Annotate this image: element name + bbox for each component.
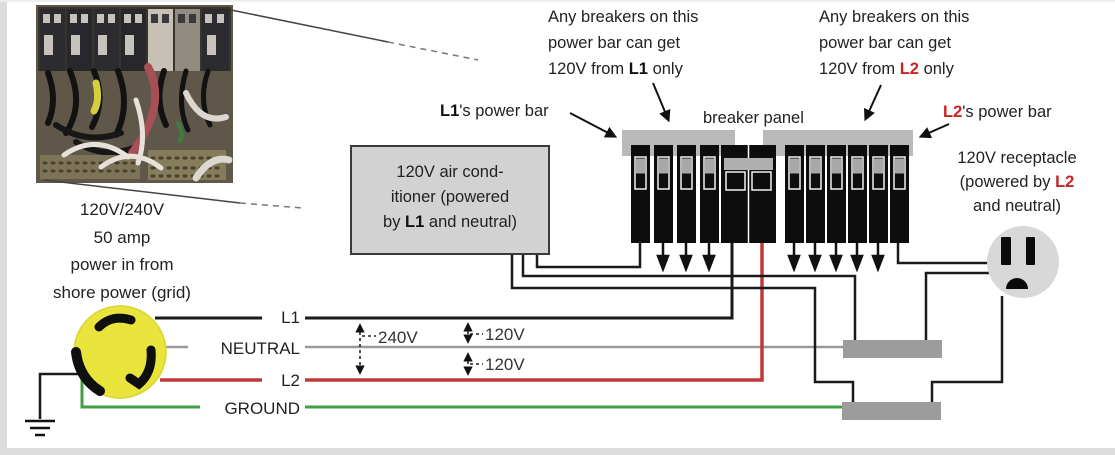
grounding-wire <box>38 372 79 419</box>
receptacle-neutral-wire <box>924 271 990 340</box>
breaker-panel-photo <box>36 5 233 183</box>
annotation-line: power bar can get <box>548 34 681 52</box>
voltage-label-120-top: 120V <box>485 325 525 344</box>
wire-label-neutral: NEUTRAL <box>220 339 300 358</box>
photo-breaker-row <box>40 9 229 71</box>
caption-line: shore power (grid) <box>53 282 191 302</box>
air-conditioner-box: 120V air cond- itioner (powered by L1 an… <box>350 145 550 255</box>
annotation-arrow-left-bar <box>652 82 671 123</box>
receptacle-label-line: 120V receptacle <box>957 149 1077 167</box>
receptacle-label-line: (powered by L2 <box>959 173 1075 191</box>
wire-l2 <box>305 243 764 382</box>
breaker-feed-arrows <box>656 243 885 273</box>
caption-line: 120V/240V <box>79 200 165 219</box>
receptacle-hot-wire <box>896 243 988 265</box>
ground-bus-bar <box>842 402 941 420</box>
caption-line: 50 amp <box>93 227 151 247</box>
l2-bar-label-arrow <box>918 123 950 139</box>
breaker-handles <box>634 156 906 191</box>
shore-plug-icon <box>71 305 167 399</box>
receptacle-label-line: and neutral) <box>972 197 1062 215</box>
source-caption: 120V/240V 50 amp power in from shore pow… <box>20 196 224 306</box>
ac-box-line: itioner (powered <box>390 188 510 206</box>
wire-label-l1: L1 <box>281 308 300 327</box>
annotation-arrow-right-bar <box>864 84 882 122</box>
ac-ground-wire <box>510 255 855 402</box>
voltage-arrows <box>355 322 483 376</box>
l1-bar-label-arrow <box>569 112 618 138</box>
frame-edge-bottom <box>0 448 1115 455</box>
ac-hot-wire <box>535 243 642 269</box>
annotation-line: 120V from L1 only <box>548 60 683 78</box>
photo-leader-line-top <box>230 9 389 43</box>
frame-edge-left <box>0 0 7 455</box>
receptacle-icon <box>987 226 1059 298</box>
voltage-label-120-bottom: 120V <box>485 355 525 374</box>
annotation-line: power bar can get <box>819 34 952 52</box>
wire-l1 <box>305 243 734 320</box>
photo-leader-line-bottom <box>43 179 241 204</box>
l1-power-bar-label: L1's power bar <box>440 102 549 120</box>
ac-box-line: by L1 and neutral) <box>383 213 517 231</box>
breaker-panel-drawing <box>622 130 913 273</box>
breaker-tie-bar <box>724 158 773 170</box>
annotation-line: Any breakers on this <box>819 8 970 26</box>
photo-leader-line-top-dashed <box>387 41 479 61</box>
breaker-panel-label: breaker panel <box>703 109 804 127</box>
frame-edge-top <box>0 0 1115 2</box>
caption-line: power in from <box>70 255 174 274</box>
receptacle-label: 120V receptacle (powered by L2 and neutr… <box>922 146 1112 218</box>
annotation-l2-bar: Any breakers on this power bar can get 1… <box>819 4 969 82</box>
annotation-line: Any breakers on this <box>548 8 699 26</box>
annotation-line: 120V from L2 only <box>819 60 954 78</box>
wire-label-l2: L2 <box>281 371 300 390</box>
voltage-label-240: 240V <box>378 328 418 347</box>
neutral-bus-bar <box>843 340 942 358</box>
annotation-l1-bar: Any breakers on this power bar can get 1… <box>548 4 698 82</box>
ground-symbol-icon <box>25 419 55 437</box>
photo-wires <box>40 63 233 182</box>
photo-leader-line-bottom-dashed <box>239 202 303 209</box>
receptacle-ground-wire <box>930 296 1004 402</box>
wire-label-ground: GROUND <box>224 399 300 418</box>
ac-box-line: 120V air cond- <box>396 163 504 181</box>
ac-neutral-wire <box>521 255 857 340</box>
l2-power-bar-label: L2's power bar <box>943 103 1052 121</box>
wire-ground-stub <box>80 378 200 409</box>
